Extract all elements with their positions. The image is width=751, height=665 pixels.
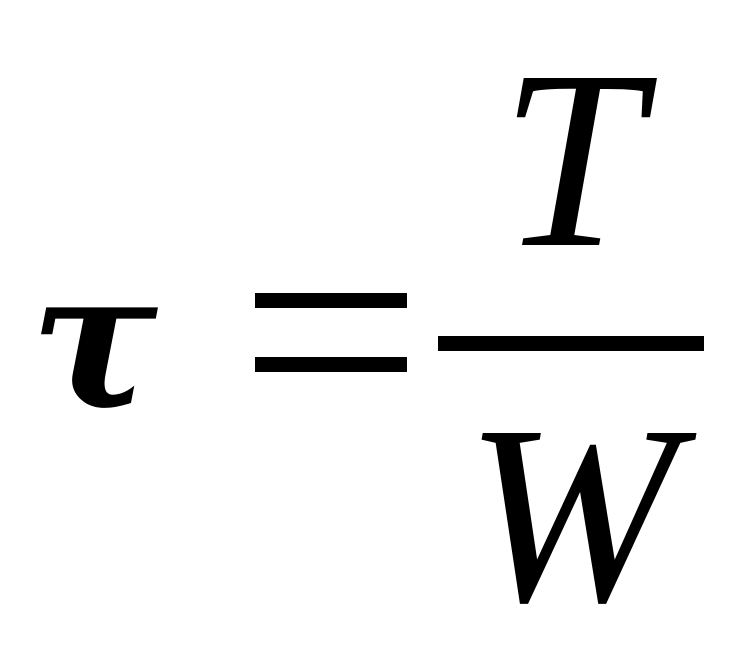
equals-sign-top-bar <box>255 293 407 308</box>
fraction-denominator: W <box>464 374 678 656</box>
fraction-bar <box>438 336 704 351</box>
fraction: T W <box>438 19 704 656</box>
formula-lhs-symbol: τ <box>30 228 158 451</box>
fraction-numerator: T <box>500 19 642 301</box>
equals-sign <box>255 293 407 373</box>
equals-sign-bottom-bar <box>255 357 407 372</box>
